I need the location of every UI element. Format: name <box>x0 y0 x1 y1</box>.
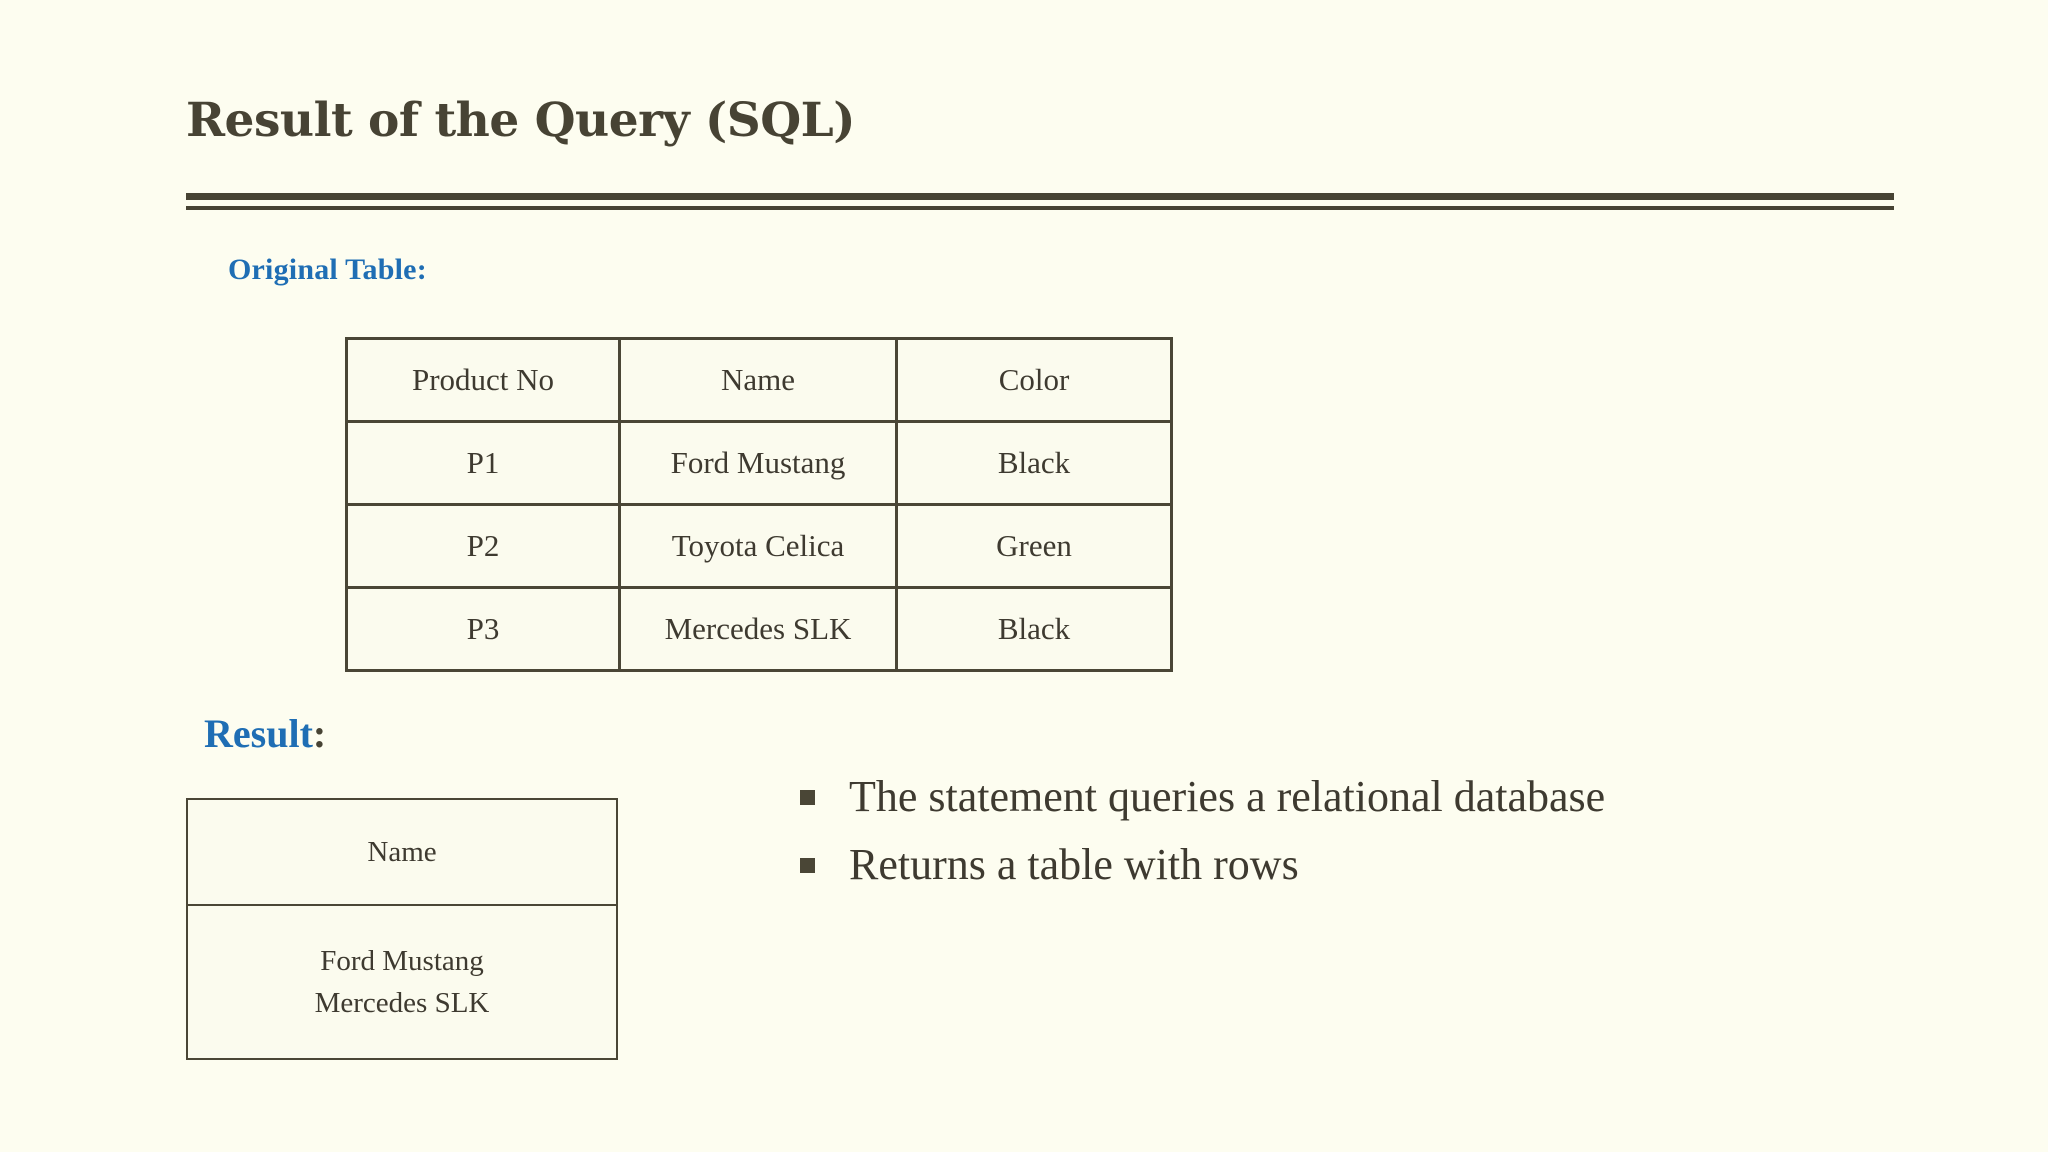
list-item: Returns a table with rows <box>800 836 1900 894</box>
title-rule-thick <box>186 193 1894 200</box>
table-header-row: Product No Name Color <box>345 337 1173 423</box>
cell-color: Black <box>895 420 1173 506</box>
cell-name: Toyota Celica <box>618 503 898 589</box>
cell-name: Ford Mustang <box>618 420 898 506</box>
page-title: Result of the Query (SQL) <box>186 93 855 148</box>
cell-product-no: P2 <box>345 503 621 589</box>
result-table-row: Ford Mustang Mercedes SLK <box>186 904 618 1060</box>
result-label-word: Result <box>204 711 313 756</box>
result-column-header-name: Name <box>186 798 618 906</box>
title-rule-thin <box>186 206 1894 210</box>
column-header-product-no: Product No <box>345 337 621 423</box>
result-table: Name Ford Mustang Mercedes SLK <box>186 798 618 1060</box>
cell-color: Green <box>895 503 1173 589</box>
original-table: Product No Name Color P1 Ford Mustang Bl… <box>345 337 1173 672</box>
list-item-label: The statement queries a relational datab… <box>849 772 1606 821</box>
column-header-name: Name <box>618 337 898 423</box>
list-item-label: Returns a table with rows <box>849 840 1299 890</box>
result-label-colon: : <box>312 711 327 756</box>
column-header-color: Color <box>895 337 1173 423</box>
cell-name: Mercedes SLK <box>618 586 898 672</box>
original-table-label: Original Table: <box>228 253 427 286</box>
result-cell-line: Ford Mustang <box>320 944 484 977</box>
cell-product-no: P1 <box>345 420 621 506</box>
cell-product-no: P3 <box>345 586 621 672</box>
result-cell-names: Ford Mustang Mercedes SLK <box>186 904 618 1060</box>
list-item: The statement queries a relational datab… <box>800 768 1900 826</box>
table-row: P1 Ford Mustang Black <box>345 420 1173 506</box>
table-row: P3 Mercedes SLK Black <box>345 586 1173 672</box>
notes-list: The statement queries a relational datab… <box>800 768 1900 904</box>
square-bullet-icon <box>800 790 815 805</box>
cell-color: Black <box>895 586 1173 672</box>
result-cell-line: Mercedes SLK <box>314 987 490 1019</box>
result-table-header-row: Name <box>186 798 618 906</box>
result-label: Result: <box>204 710 326 757</box>
page-title-block: Result of the Query (SQL) <box>186 93 1896 148</box>
table-row: P2 Toyota Celica Green <box>345 503 1173 589</box>
square-bullet-icon <box>800 858 815 874</box>
